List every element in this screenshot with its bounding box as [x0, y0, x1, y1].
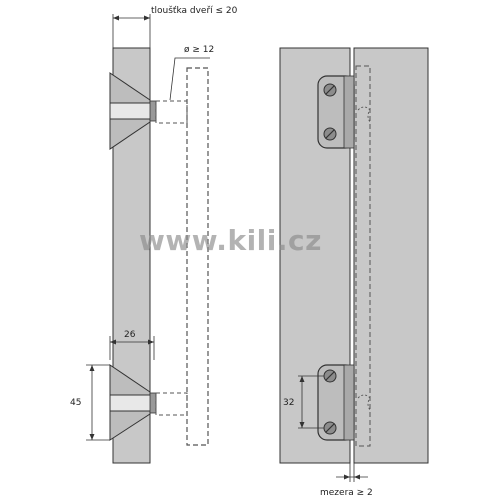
hinge-wing-dashed: [355, 65, 371, 447]
arrow-right: [144, 15, 150, 21]
hinge-front-top: [317, 75, 371, 149]
frame-dashed: [186, 67, 209, 446]
side-view: tloušťka dveří ≤ 20 ø ≥ 12 26: [70, 5, 238, 464]
arrow-left: [113, 15, 119, 21]
pin-dashed-bottom: [155, 392, 188, 416]
watermark-text: www.kili.cz: [139, 224, 322, 257]
arrow-gap-left: [344, 474, 350, 480]
front-view: 32 mezera ≥ 2: [279, 47, 429, 498]
arrow-45-bottom: [89, 434, 95, 440]
frame-panel-front: [353, 47, 429, 464]
label-diameter: ø ≥ 12: [184, 45, 214, 55]
arrow-gap-right: [354, 474, 360, 480]
arrow-26-right: [148, 339, 154, 345]
diameter-leader: [169, 57, 210, 101]
label-26: 26: [124, 330, 136, 340]
label-32: 32: [283, 398, 294, 408]
arrow-32-bottom: [299, 422, 305, 428]
hinge-front-bottom: [317, 364, 371, 441]
label-45: 45: [70, 398, 81, 408]
arrow-32-top: [299, 376, 305, 382]
label-door-thickness: tloušťka dveří ≤ 20: [151, 5, 238, 16]
hinge-side-bottom: [109, 364, 157, 441]
arrow-45-top: [89, 365, 95, 371]
arrow-26-left: [110, 339, 116, 345]
label-gap: mezera ≥ 2: [320, 488, 373, 498]
hinge-side-top: [109, 72, 157, 150]
pin-dashed-top: [155, 100, 188, 124]
